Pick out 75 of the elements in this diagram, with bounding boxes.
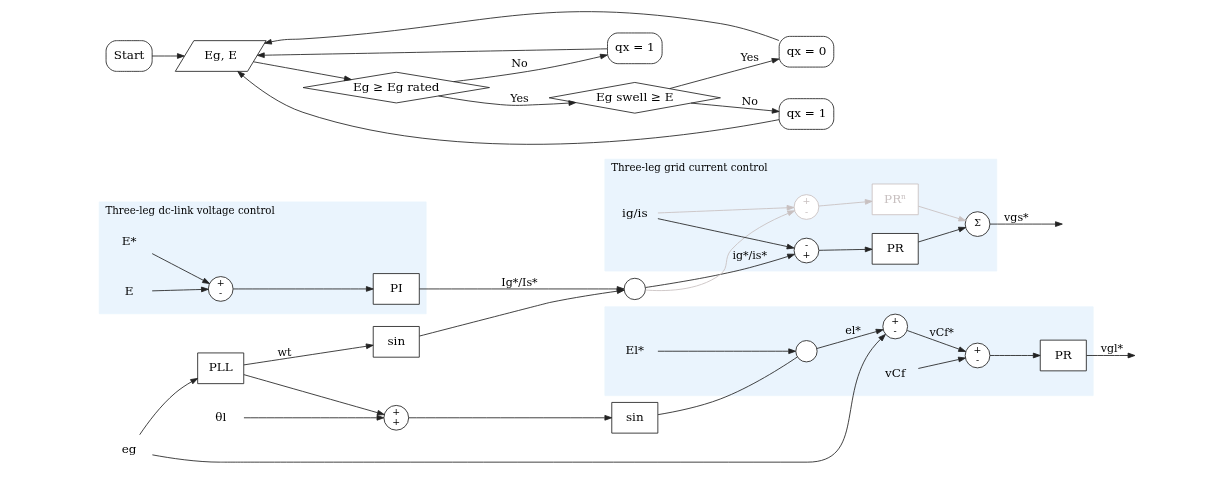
node-text: θl	[214, 409, 226, 424]
arrow	[816, 328, 883, 349]
node-text: eg	[121, 442, 136, 457]
node-diamond: Eg ≥ Eg rated	[302, 71, 490, 104]
node-box: PRⁿ	[871, 183, 919, 216]
arrow	[1085, 352, 1135, 359]
arrow	[452, 53, 608, 83]
arrow	[906, 330, 966, 352]
arrow	[989, 221, 1063, 227]
node-box: qx = 1	[778, 98, 834, 130]
node-circle	[794, 340, 818, 363]
node-circle: + -	[207, 276, 233, 302]
arrow	[917, 226, 966, 243]
connector	[657, 356, 798, 416]
node-circle: + -	[881, 313, 908, 340]
node-text: ig/is	[621, 206, 648, 221]
arrow	[437, 95, 576, 106]
edge-label: vgl*	[1100, 342, 1123, 356]
node-box: PLL	[196, 352, 244, 385]
arrow	[243, 414, 384, 421]
node-box: sin	[372, 326, 420, 358]
edge-label: No	[510, 56, 528, 70]
arrow	[644, 253, 795, 288]
arrow	[256, 48, 608, 59]
arrow	[818, 246, 873, 253]
arrow	[917, 205, 966, 222]
edge-label: vgs*	[1003, 211, 1029, 225]
arrow	[236, 71, 779, 145]
node-text: E*	[121, 234, 136, 249]
arrow	[243, 343, 374, 366]
node-circle: + -	[964, 342, 990, 369]
edge-label: ig*/is*	[731, 249, 767, 263]
node-box: qx = 1	[606, 32, 663, 65]
arrow	[151, 334, 886, 463]
arrow	[656, 204, 794, 214]
node-diamond: Eg swell ≥ E	[548, 82, 721, 114]
arrow	[138, 377, 198, 436]
edge-label: No	[741, 94, 758, 108]
arrow	[668, 58, 779, 90]
node-circle	[623, 277, 646, 301]
arrow	[644, 210, 795, 291]
node-text: E	[124, 283, 133, 298]
arrow	[151, 53, 185, 59]
arrow	[656, 348, 796, 355]
arrow	[656, 218, 794, 250]
arrow	[989, 352, 1041, 359]
node-text: vCf	[884, 365, 905, 380]
cluster	[604, 306, 1094, 397]
edge-label: el*	[844, 323, 861, 337]
node-box: PI	[372, 273, 420, 305]
arrow	[151, 253, 210, 284]
arrow	[917, 356, 966, 369]
node-box: Start	[105, 40, 153, 72]
arrow	[151, 286, 209, 293]
node-circle: + -	[793, 194, 819, 220]
node-box: sin	[610, 402, 658, 434]
edge-label: Yes	[739, 50, 759, 64]
edge-label: vCf*	[929, 326, 954, 340]
arrow	[818, 199, 873, 207]
edge-label: Ig*/Is*	[500, 275, 538, 289]
arrow	[407, 414, 612, 421]
node-box: qx = 0	[778, 35, 834, 68]
node-circle: - +	[793, 237, 819, 264]
arrow	[263, 11, 779, 45]
arrow	[243, 374, 385, 416]
edge-label: Yes	[509, 91, 529, 105]
node-box: PR	[871, 233, 919, 265]
arrow	[252, 61, 352, 82]
node-text: El*	[625, 343, 644, 358]
node-box: PR	[1039, 339, 1087, 372]
arrow	[690, 102, 779, 114]
node-circle: + +	[382, 405, 409, 431]
arrow	[232, 286, 374, 292]
edge-label: wt	[277, 345, 292, 359]
node-circle: Σ	[964, 211, 990, 237]
